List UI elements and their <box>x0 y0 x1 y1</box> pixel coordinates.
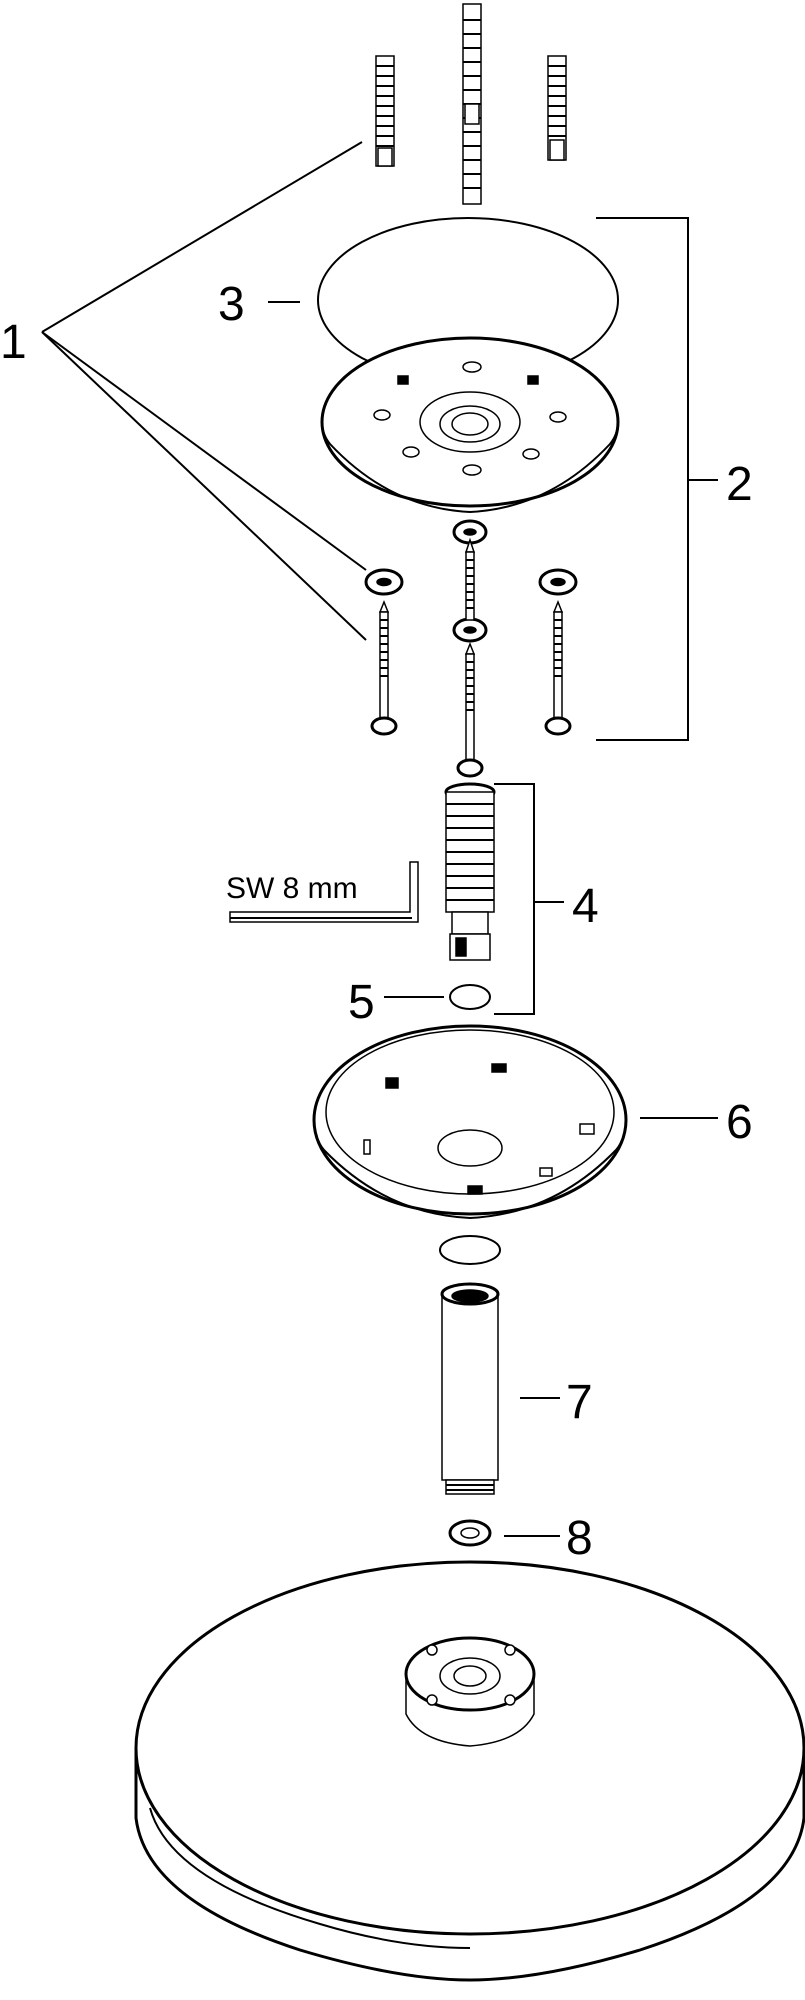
washer-left <box>364 568 404 596</box>
extension-pipe <box>440 1282 500 1495</box>
threaded-nipple <box>444 782 496 961</box>
threaded-rod-left <box>375 55 395 167</box>
threaded-rod-right <box>547 55 567 161</box>
callout-5: 5 <box>348 976 375 1029</box>
screw-right <box>544 599 572 736</box>
threaded-rod-center <box>462 3 482 205</box>
shower-head <box>134 1560 805 1982</box>
callout-3: 3 <box>218 278 245 331</box>
tool-label: SW 8 mm <box>226 872 358 905</box>
washer-right <box>538 568 578 596</box>
leader-lines <box>41 141 718 1537</box>
ceiling-cover <box>312 1024 628 1220</box>
screw-left <box>370 599 398 736</box>
washer-shower-head <box>448 1519 492 1547</box>
callout-1: 1 <box>0 316 27 369</box>
callout-8: 8 <box>566 1512 593 1565</box>
screw-center-upper <box>464 537 476 621</box>
callout-7: 7 <box>566 1376 593 1429</box>
o-ring-small <box>449 984 491 1010</box>
mounting-plate <box>320 336 620 514</box>
o-ring-pipe <box>439 1235 501 1265</box>
washer-center-bottom <box>452 617 488 643</box>
callout-4: 4 <box>572 880 599 933</box>
washer-center-top <box>452 519 488 545</box>
hex-key-tool <box>229 861 419 923</box>
callout-2: 2 <box>726 458 753 511</box>
screw-center-lower <box>456 641 484 778</box>
callout-6: 6 <box>726 1096 753 1149</box>
